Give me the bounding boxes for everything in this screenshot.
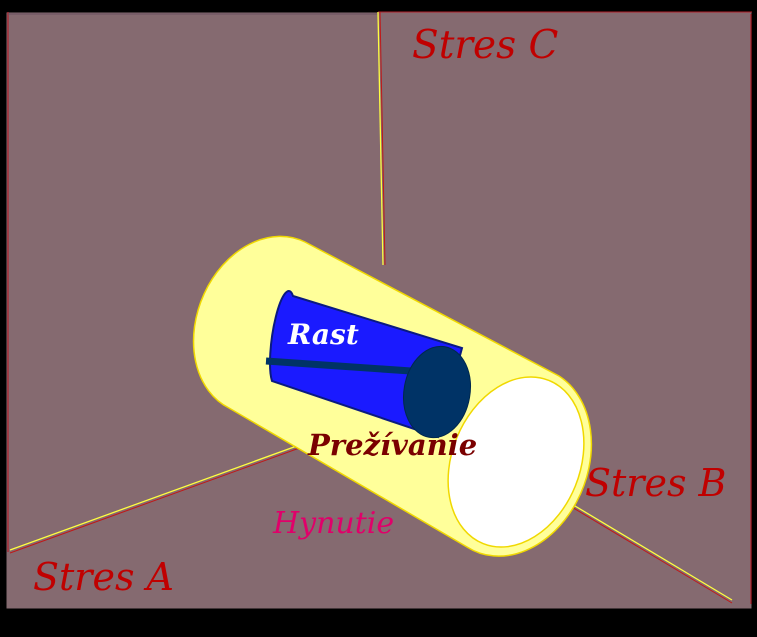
label-prezivanie: Prežívanie — [307, 428, 477, 462]
inner-cylinder-end-face — [403, 345, 471, 439]
axis-b-line — [564, 499, 733, 601]
axis-c-line — [377, 11, 384, 266]
axis-b-line-shadow — [564, 502, 733, 604]
axis-a-line — [9, 442, 306, 551]
axis-a-line-shadow — [9, 445, 306, 554]
label-stres-b: Stres B — [585, 461, 726, 505]
inner-cylinder — [265, 289, 471, 439]
label-rast: Rast — [287, 318, 359, 351]
label-stres-c: Stres C — [412, 23, 559, 68]
axis-c-line-shadow — [379, 11, 386, 266]
label-stres-a: Stres A — [33, 555, 174, 599]
label-hynutie: Hynutie — [272, 506, 394, 541]
outer-cylinder-end-face — [447, 376, 585, 548]
